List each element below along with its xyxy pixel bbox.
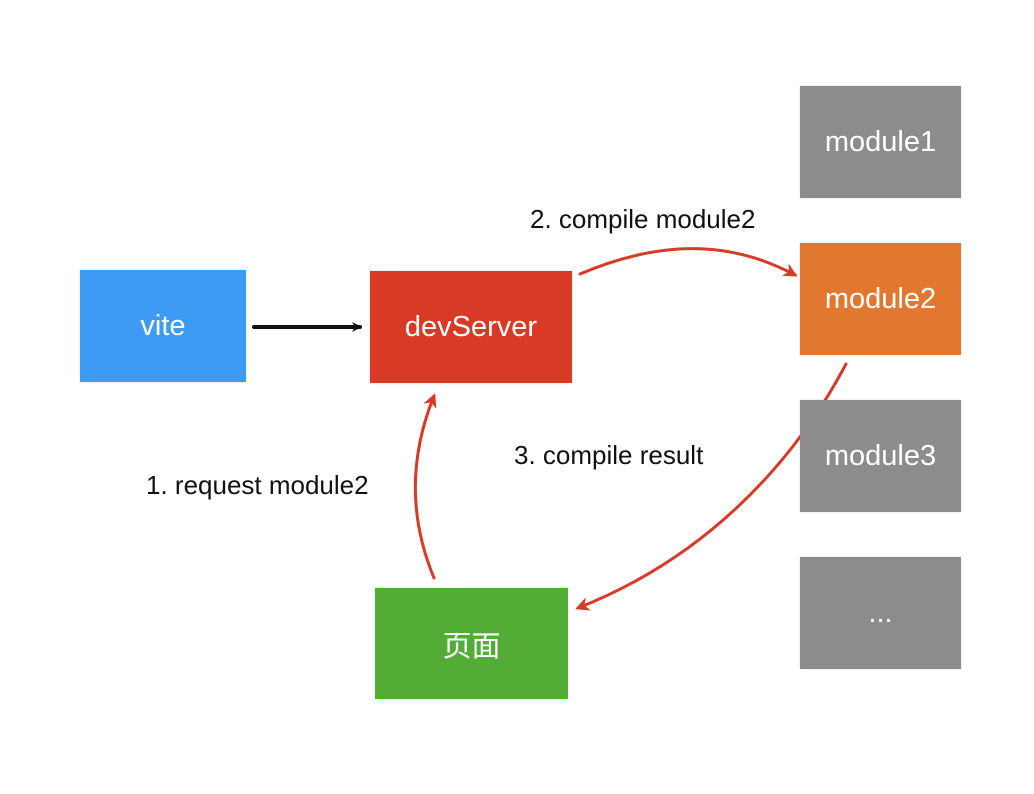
module1-node-label: module1 <box>824 125 937 158</box>
module2-node-label: module2 <box>824 282 937 315</box>
devserver-node: devServer <box>370 271 572 383</box>
module2-node: module2 <box>800 243 961 355</box>
devserver-node-label: devServer <box>404 310 538 343</box>
more-modules-node-label: ... <box>868 596 893 629</box>
arrow-compile-module2 <box>578 247 798 277</box>
arrow-request-module2 <box>413 393 437 580</box>
request-module2-label: 1. request module2 <box>146 470 369 500</box>
module3-node-label: module3 <box>824 439 937 472</box>
module1-node: module1 <box>800 86 961 198</box>
compile-module2-label: 2. compile module2 <box>530 204 756 234</box>
vite-node-label: vite <box>140 309 186 342</box>
vite-node: vite <box>80 270 246 382</box>
compile-result-label: 3. compile result <box>514 440 704 470</box>
page-node-label: 页面 <box>442 630 501 663</box>
module3-node: module3 <box>800 400 961 512</box>
more-modules-node: ... <box>800 557 961 669</box>
page-node: 页面 <box>375 588 568 699</box>
